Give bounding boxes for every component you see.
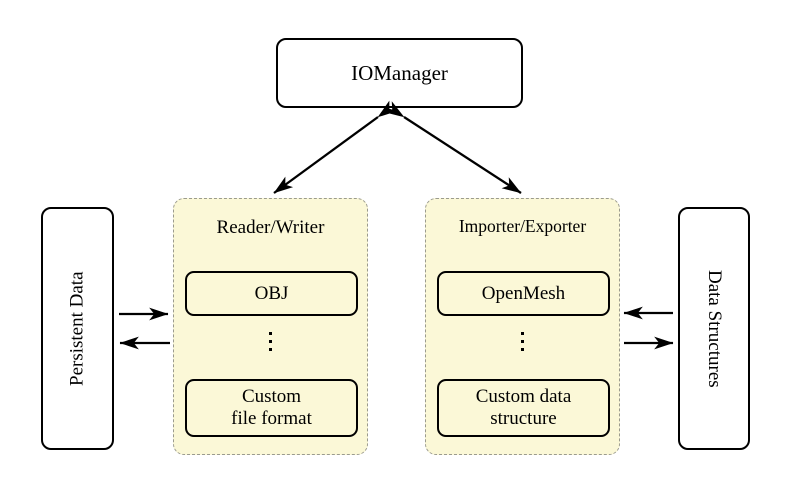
node-custom-file-format-line2: file format: [231, 408, 312, 429]
node-data-structures[interactable]: Data Structures: [678, 207, 750, 450]
node-custom-file-format-line1: Custom: [241, 386, 302, 408]
node-custom-file-format-label: Custom file format: [231, 386, 312, 430]
node-openmesh-label: OpenMesh: [481, 282, 566, 304]
node-custom-data-structure-line1: Custom data: [475, 386, 572, 408]
ellipsis-reader-writer: [174, 327, 367, 356]
node-custom-data-structure-line2: structure: [490, 408, 557, 429]
ellipsis-dot: [521, 332, 524, 335]
node-custom-data-structure[interactable]: Custom data structure: [437, 379, 610, 437]
node-data-structures-label: Data Structures: [704, 269, 725, 388]
node-obj[interactable]: OBJ: [185, 271, 358, 316]
ellipsis-dot: [269, 348, 272, 351]
node-iomanager-label: IOManager: [351, 60, 448, 85]
node-custom-file-format[interactable]: Custom file format: [185, 379, 358, 437]
ellipsis-dot: [269, 340, 272, 343]
node-persistent-data-label: Persistent Data: [66, 271, 88, 386]
ellipsis-dot: [269, 332, 272, 335]
ellipsis-dot: [521, 348, 524, 351]
connector-iomanager-to-importer-exporter: [384, 101, 522, 194]
panel-reader-writer-title: Reader/Writer: [216, 217, 325, 238]
node-custom-data-structure-label: Custom data structure: [476, 386, 572, 430]
ellipsis-importer-exporter: [426, 327, 619, 356]
node-openmesh[interactable]: OpenMesh: [437, 271, 610, 316]
panel-importer-exporter[interactable]: Importer/Exporter OpenMesh Custom data s…: [425, 198, 620, 455]
node-obj-label: OBJ: [254, 282, 289, 304]
node-iomanager[interactable]: IOManager: [276, 38, 523, 108]
connector-iomanager-to-reader-writer: [273, 100, 398, 194]
ellipsis-dot: [521, 340, 524, 343]
node-persistent-data[interactable]: Persistent Data: [41, 207, 114, 450]
panel-reader-writer[interactable]: Reader/Writer OBJ Custom file format: [173, 198, 368, 455]
panel-importer-exporter-title: Importer/Exporter: [458, 216, 587, 236]
